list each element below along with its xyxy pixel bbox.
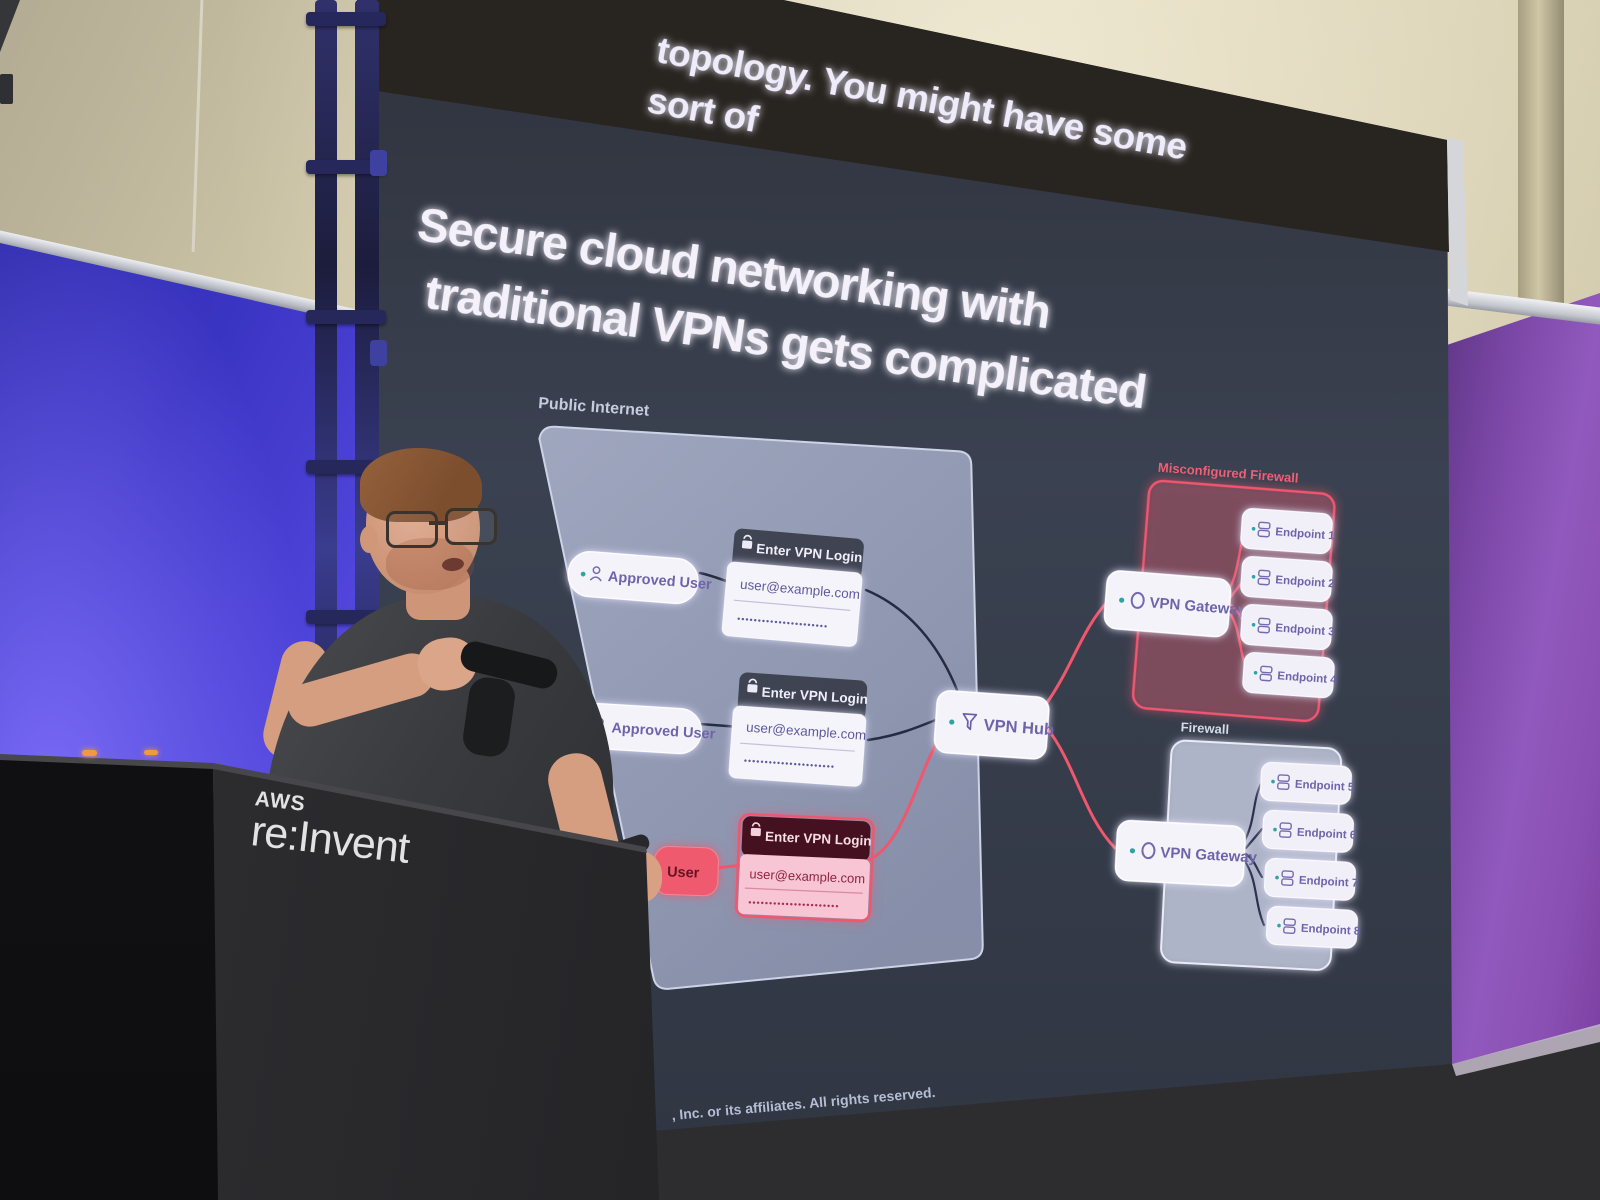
svg-text:Endpoint 6: Endpoint 6 (1297, 827, 1357, 842)
svg-text:VPN Gateway: VPN Gateway (1160, 844, 1258, 866)
truss-rail-left (315, 0, 337, 762)
svg-text:User: User (667, 864, 700, 881)
wall-column (1518, 0, 1564, 310)
vpn-gateway-node-2: VPN Gateway (1114, 819, 1258, 887)
svg-text:Endpoint 3: Endpoint 3 (1275, 622, 1335, 638)
unauthorized-user-node: User (653, 845, 719, 897)
endpoint-node-8: Endpoint 8 (1265, 905, 1362, 949)
status-dot (949, 719, 955, 725)
fan-lines-navy (1242, 780, 1266, 927)
svg-text:Endpoint 7: Endpoint 7 (1299, 875, 1359, 890)
server-icon (1281, 870, 1294, 887)
endpoint-node-3: Endpoint 3 (1240, 604, 1335, 651)
endpoint-node-2: Endpoint 2 (1240, 556, 1335, 603)
gateway-icon (1130, 591, 1145, 609)
truss-rung (306, 12, 386, 26)
vpn-login-card-2: Enter VPN Login user@example.com •••••••… (728, 672, 868, 787)
equipment-led (82, 750, 97, 756)
approved-user-node-1: Approved User (567, 551, 713, 605)
status-dot (580, 571, 586, 577)
vpn-hub-node: VPN Hub (933, 690, 1055, 760)
svg-text:Enter VPN Login: Enter VPN Login (761, 685, 868, 707)
truss-clamp (370, 340, 387, 366)
endpoint-node-7: Endpoint 7 (1263, 857, 1359, 901)
svg-text:Endpoint 5: Endpoint 5 (1295, 779, 1356, 794)
server-icon (1257, 617, 1271, 634)
endpoint-node-4: Endpoint 4 (1242, 652, 1338, 699)
vpn-gateway-node-1: VPN Gateway (1103, 570, 1247, 638)
gateway-icon (1141, 842, 1156, 860)
svg-text:Endpoint 4: Endpoint 4 (1277, 670, 1338, 686)
status-dot (1119, 597, 1125, 603)
endpoint-node-5: Endpoint 5 (1259, 761, 1356, 805)
truss-clamp (370, 150, 387, 176)
lock-icon (741, 534, 753, 549)
svg-text:Endpoint 8: Endpoint 8 (1301, 923, 1362, 938)
server-icon (1283, 918, 1296, 935)
svg-text:VPN Hub: VPN Hub (983, 716, 1055, 739)
svg-text:Enter VPN Login: Enter VPN Login (765, 829, 872, 849)
equipment-led (144, 750, 158, 755)
glasses-right-lens (445, 508, 497, 545)
status-dot (1129, 848, 1136, 854)
purple-wall-panel (1441, 293, 1600, 1065)
lock-icon (750, 822, 761, 837)
vpn-login-card-alert: Enter VPN Login user@example.com •••••••… (734, 813, 875, 923)
edge-artifact (0, 74, 13, 104)
corner-artifact (0, 0, 20, 52)
svg-text:Endpoint 2: Endpoint 2 (1275, 574, 1335, 590)
lock-icon (747, 678, 758, 693)
email-value: user@example.com (749, 866, 865, 886)
glasses-left-lens (386, 511, 438, 548)
svg-text:Approved User: Approved User (611, 720, 716, 742)
password-value: •••••••••••••••••••••• (748, 897, 840, 911)
funnel-icon (962, 712, 978, 731)
server-icon (1257, 569, 1271, 586)
truss-rung (306, 310, 386, 324)
vpn-login-card-1: Enter VPN Login user@example.com •••••••… (721, 528, 864, 647)
svg-text:Endpoint 1: Endpoint 1 (1275, 526, 1336, 542)
screen-caption-band (357, 0, 1449, 252)
person-icon (589, 566, 602, 582)
server-icon (1277, 774, 1290, 791)
presenter-ear (360, 526, 378, 553)
server-icon (1279, 822, 1292, 839)
glasses-bridge (429, 521, 445, 525)
screen-side-edge (1447, 138, 1468, 306)
firewall-label: Firewall (1180, 719, 1229, 737)
endpoint-node-6: Endpoint 6 (1261, 809, 1357, 853)
server-icon (1257, 521, 1271, 538)
server-icon (1259, 665, 1273, 682)
endpoint-node-1: Endpoint 1 (1240, 508, 1336, 555)
truss-rung (306, 160, 386, 174)
